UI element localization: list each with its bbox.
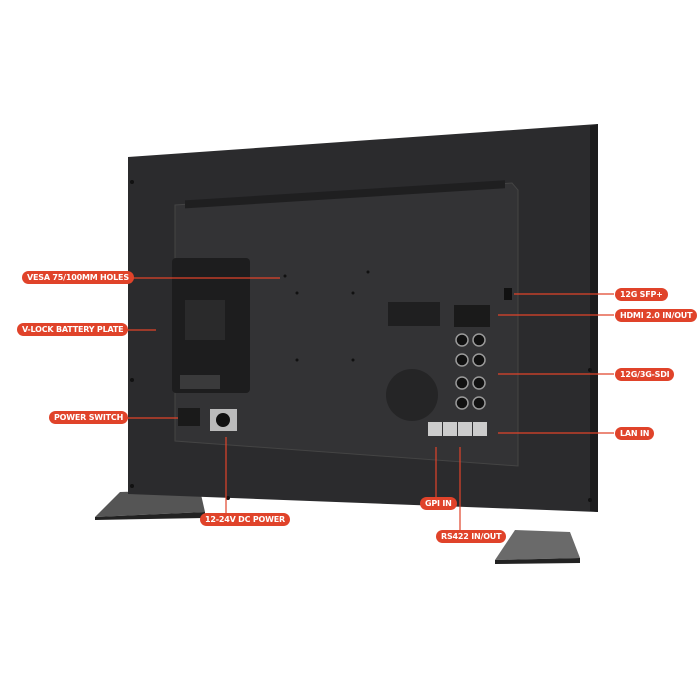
top-vent — [185, 180, 505, 209]
callout-sfp: 12G SFP+ — [615, 288, 668, 301]
sfp-port — [504, 288, 512, 300]
callout-hdmi: HDMI 2.0 IN/OUT — [615, 309, 698, 322]
callout-dc-power: 12-24V DC POWER — [200, 513, 290, 526]
callout-vlock-plate: V-LOCK BATTERY PLATE — [17, 323, 129, 336]
rj45-ports — [428, 422, 487, 436]
callout-sdi: 12G/3G-SDI — [615, 368, 675, 381]
sdi-connectors — [455, 333, 486, 410]
left-foot — [95, 490, 205, 517]
power-switch — [178, 408, 200, 426]
callout-lan: LAN IN — [615, 427, 655, 440]
callout-vesa-holes: VESA 75/100MM HOLES — [22, 271, 134, 284]
callout-rs422: RS422 IN/OUT — [436, 530, 507, 543]
hdmi-ports — [454, 305, 490, 327]
side-vent — [388, 302, 440, 326]
callout-gpi: GPI IN — [420, 497, 457, 510]
callout-power-switch: POWER SWITCH — [49, 411, 129, 424]
speaker-grille — [386, 369, 438, 421]
right-foot — [495, 530, 580, 560]
